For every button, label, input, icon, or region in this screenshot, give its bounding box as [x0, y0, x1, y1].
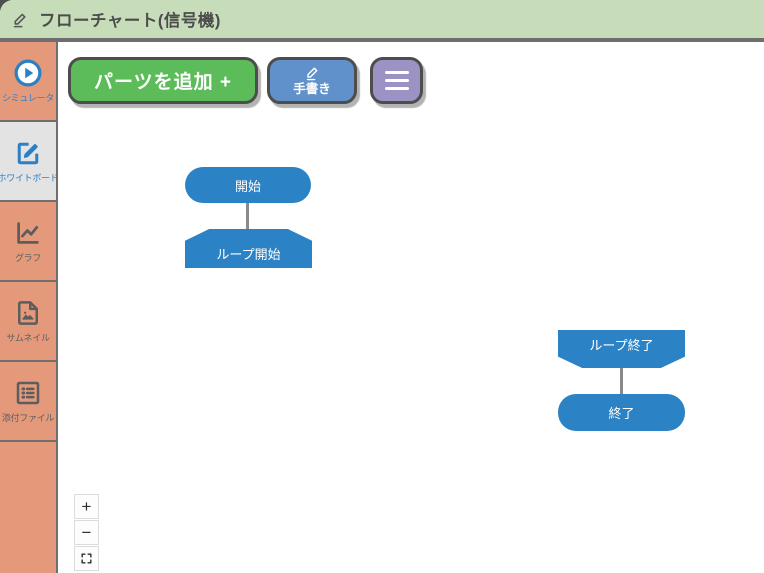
node-label: 終了	[608, 406, 635, 421]
flow-node-start[interactable]: 開始	[185, 167, 311, 203]
sidebar-item-attachments[interactable]: 添付ファイル	[0, 362, 56, 442]
handwriting-button[interactable]: 手書き	[267, 57, 357, 104]
sidebar-item-thumbnail[interactable]: サムネイル	[0, 282, 56, 362]
flow-connector	[246, 202, 249, 230]
sidebar-item-label: ホワイトボード	[0, 173, 56, 183]
flow-node-loop-end[interactable]: ループ終了	[558, 330, 685, 368]
app-header: フローチャート(信号機)	[0, 0, 764, 42]
edit-square-icon	[17, 142, 39, 165]
flow-node-loop-start[interactable]: ループ開始	[185, 229, 312, 268]
list-icon	[16, 381, 40, 405]
node-label: ループ開始	[216, 246, 281, 262]
sidebar-item-label: 添付ファイル	[1, 413, 55, 423]
play-circle-icon	[14, 59, 42, 87]
sidebar: シミュレータ ホワイトボード グラフ サムネイル	[0, 42, 58, 573]
minus-icon: −	[81, 522, 92, 542]
sidebar-item-label: サムネイル	[6, 333, 50, 343]
node-label: ループ終了	[589, 338, 654, 353]
plus-icon: +	[81, 496, 92, 516]
node-label: 開始	[234, 178, 261, 194]
add-parts-label: パーツを追加 +	[94, 72, 232, 93]
pencil-icon	[306, 67, 317, 81]
zoom-controls: + −	[74, 494, 99, 571]
page-title: フローチャート(信号機)	[39, 12, 221, 30]
zoom-out-button[interactable]: −	[74, 520, 99, 545]
hamburger-icon	[384, 70, 409, 91]
flow-node-end[interactable]: 終了	[558, 394, 685, 431]
sidebar-item-graph[interactable]: グラフ	[0, 202, 56, 282]
sidebar-item-whiteboard[interactable]: ホワイトボード	[0, 122, 56, 202]
fit-screen-icon	[81, 553, 92, 564]
image-file-icon	[18, 301, 38, 325]
zoom-in-button[interactable]: +	[74, 494, 99, 519]
pencil-icon	[13, 13, 26, 27]
fit-screen-button[interactable]	[74, 546, 99, 571]
flow-connector	[620, 367, 623, 395]
menu-button[interactable]	[370, 57, 423, 104]
sidebar-item-label: シミュレータ	[1, 93, 55, 103]
sidebar-item-simulator[interactable]: シミュレータ	[0, 42, 56, 122]
sidebar-item-label: グラフ	[14, 253, 42, 263]
handwriting-label: 手書き	[293, 82, 331, 97]
line-chart-icon	[17, 222, 39, 244]
add-parts-button[interactable]: パーツを追加 +	[68, 57, 258, 104]
